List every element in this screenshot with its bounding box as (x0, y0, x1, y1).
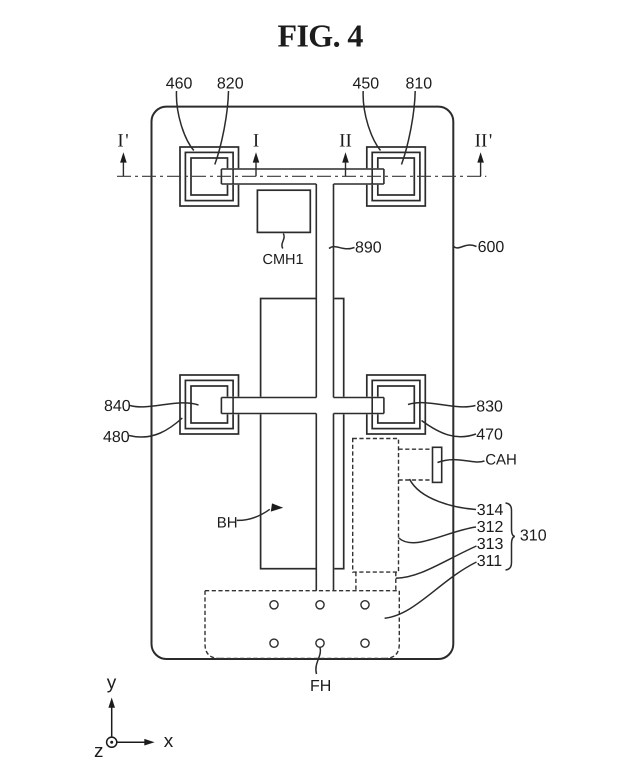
svg-text:I ': I ' (117, 131, 128, 152)
svg-text:II ': II ' (475, 131, 493, 152)
svg-text:450: 450 (353, 76, 380, 93)
svg-text:312: 312 (477, 519, 504, 536)
svg-text:311: 311 (477, 553, 503, 570)
svg-text:314: 314 (477, 502, 504, 519)
svg-text:313: 313 (477, 536, 504, 553)
svg-text:z: z (94, 741, 104, 762)
svg-text:600: 600 (478, 239, 505, 256)
svg-text:830: 830 (476, 399, 503, 416)
svg-text:460: 460 (166, 76, 193, 93)
svg-text:840: 840 (104, 398, 131, 415)
svg-text:II: II (339, 131, 352, 152)
svg-text:y: y (107, 673, 117, 694)
svg-text:810: 810 (406, 76, 433, 93)
svg-text:x: x (164, 731, 174, 752)
svg-text:310: 310 (520, 528, 547, 545)
svg-text:FH: FH (310, 678, 331, 695)
svg-text:890: 890 (355, 240, 382, 257)
svg-text:CMH1: CMH1 (263, 252, 304, 268)
svg-text:FIG. 4: FIG. 4 (278, 18, 364, 54)
svg-text:BH: BH (217, 515, 238, 532)
svg-text:CAH: CAH (485, 452, 517, 469)
svg-text:470: 470 (476, 427, 503, 444)
svg-text:480: 480 (103, 429, 130, 446)
svg-text:820: 820 (217, 76, 244, 93)
svg-text:I: I (253, 131, 259, 152)
